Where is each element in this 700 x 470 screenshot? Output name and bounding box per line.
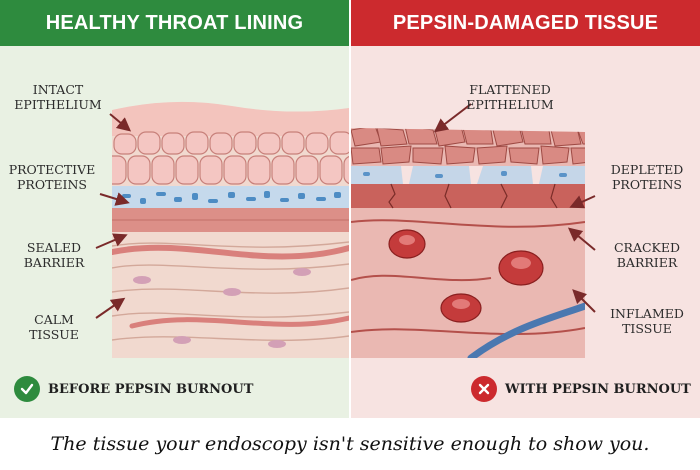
check-icon: [14, 376, 40, 402]
damaged-epithelial-cells: [351, 128, 585, 165]
damaged-vein: [467, 302, 585, 358]
barrier-cracks: [388, 183, 558, 209]
damaged-fibers: [351, 219, 585, 336]
damaged-footer: WITH PEPSIN BURNOUT: [471, 372, 691, 406]
healthy-surface-layer: [112, 101, 349, 136]
healthy-banner: HEALTHY THROAT LINING: [0, 0, 349, 46]
healthy-epithelial-cells: [112, 131, 349, 185]
healthy-vessel: [112, 244, 349, 260]
sparse-protein-molecules: [363, 171, 567, 178]
healthy-footer-text: BEFORE PEPSIN BURNOUT: [48, 381, 254, 397]
healthy-fibers: [112, 241, 349, 341]
damaged-banner: PEPSIN-DAMAGED TISSUE: [351, 0, 700, 46]
protein-gaps: [401, 166, 543, 184]
healthy-tissue-illustration: [112, 101, 349, 358]
damaged-footer-text: WITH PEPSIN BURNOUT: [505, 381, 691, 397]
x-icon: [471, 376, 497, 402]
damaged-tissue-illustration: [351, 128, 585, 358]
healthy-footer: BEFORE PEPSIN BURNOUT: [14, 372, 253, 406]
healthy-arrows: [95, 113, 132, 319]
inflamed-cells: [388, 229, 544, 323]
panel-divider: [349, 0, 351, 418]
healthy-cells-deep: [133, 268, 311, 348]
bottom-caption: The tissue your endoscopy isn't sensitiv…: [50, 433, 650, 455]
damaged-panel: PEPSIN-DAMAGED TISSUE: [351, 0, 700, 418]
damaged-arrows: [433, 103, 596, 313]
healthy-panel: HEALTHY THROAT LINING: [0, 0, 349, 418]
